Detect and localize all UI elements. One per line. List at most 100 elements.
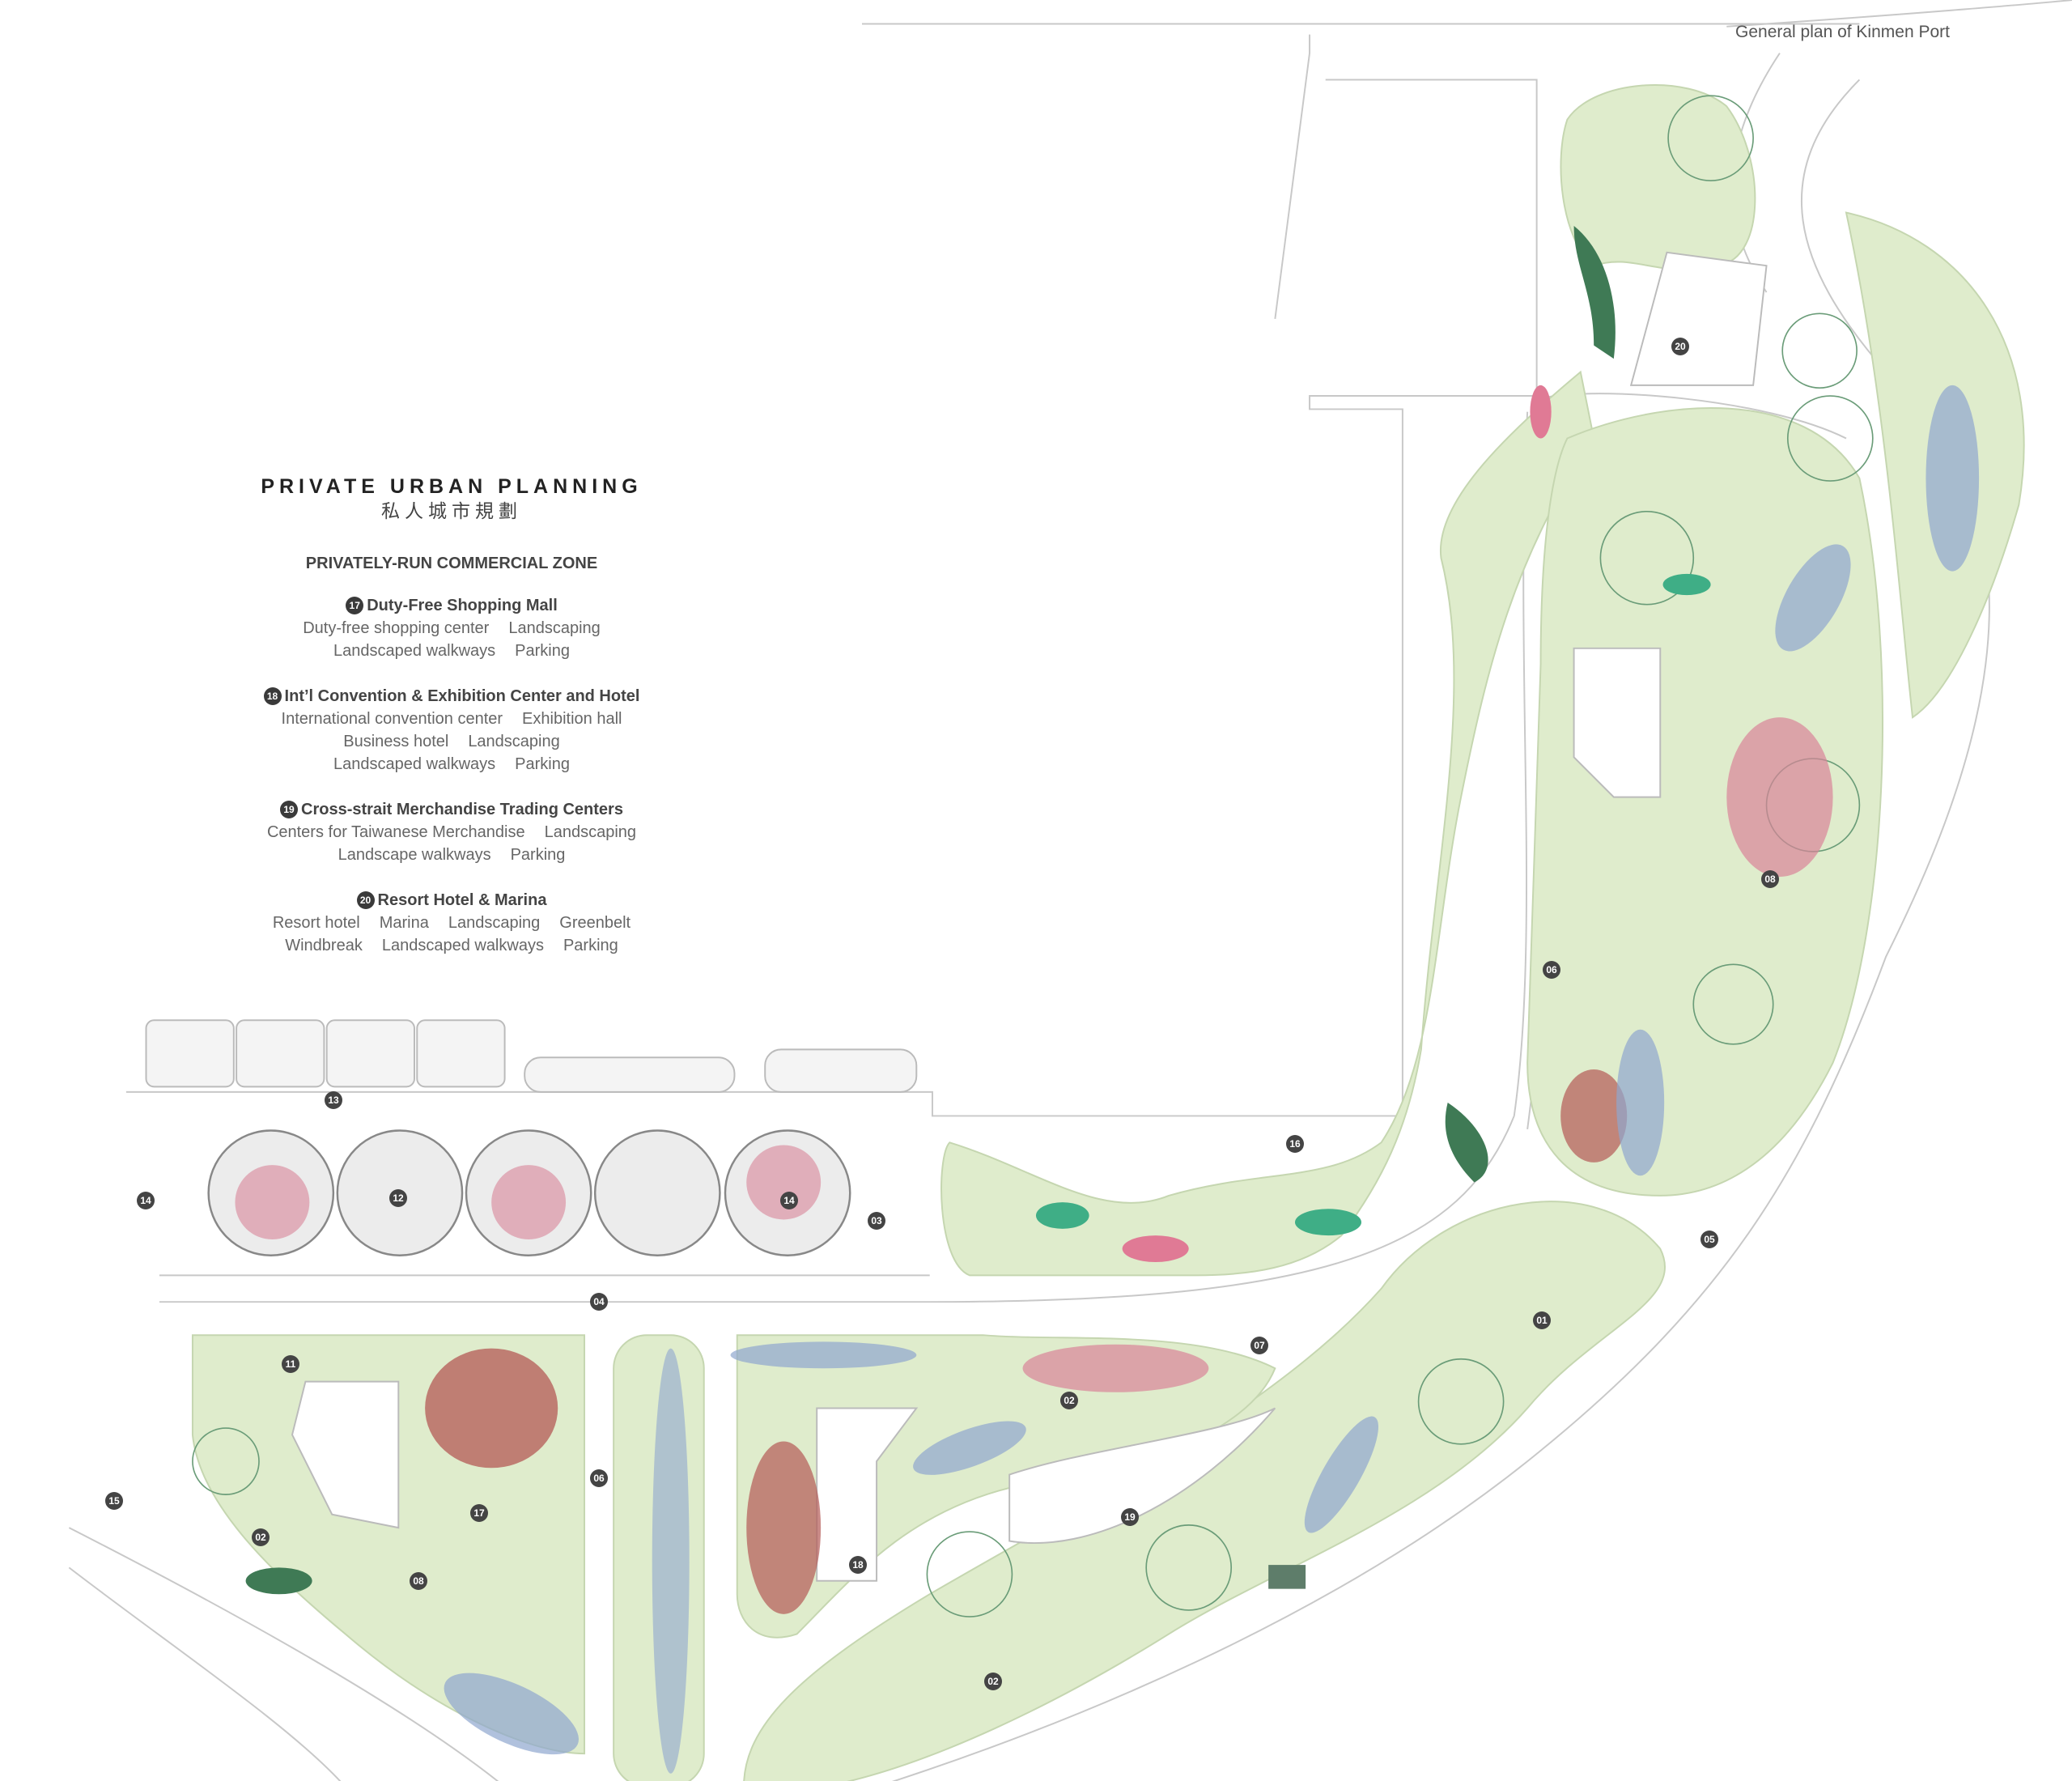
planting-pink (425, 1348, 558, 1469)
legend-feature: Business hotel (343, 733, 449, 750)
map-caption: General plan of Kinmen Port (1735, 23, 1950, 41)
pier (325, 1019, 415, 1088)
tree-canopy (1781, 312, 1858, 389)
legend-feature: Landscaping (468, 733, 560, 750)
legend-feature-line: Landscape walkways Parking (243, 844, 660, 866)
planting-teal (1294, 1209, 1362, 1236)
legend-feature-line: Windbreak Landscaped walkways Parking (243, 934, 660, 957)
building-footprint (1629, 251, 1768, 386)
water-feature (1304, 1416, 1379, 1533)
planting-pink (1560, 1069, 1628, 1163)
legend-feature-line: Landscaped walkways Parking (243, 640, 660, 662)
map-number-label: 05 (1700, 1231, 1718, 1248)
building-footprint (1008, 1407, 1276, 1545)
legend-feature: Landscaped walkways (381, 937, 544, 954)
legend-feature: Parking (515, 642, 570, 660)
planting-teal (245, 1567, 312, 1595)
tree-canopy (1667, 95, 1754, 181)
tree-canopy (1417, 1358, 1505, 1445)
legend-feature: Centers for Taiwanese Merchandise (266, 823, 525, 841)
zone-southeast-band (743, 1201, 1666, 1781)
legend-panel: PRIVATE URBAN PLANNING 私人城市規劃 PRIVATELY-… (243, 474, 660, 957)
number-badge-icon: 17 (346, 597, 364, 614)
legend-title: PRIVATE URBAN PLANNING (261, 475, 643, 498)
legend-feature: Landscaped walkways (333, 642, 496, 660)
building-footprint (291, 1380, 400, 1529)
legend-feature: Exhibition hall (522, 710, 622, 728)
planting-pink (746, 1145, 822, 1220)
water-feature (913, 1421, 1026, 1475)
map-number-label: 11 (282, 1355, 299, 1373)
planting-teal (1662, 573, 1711, 596)
water-feature (652, 1348, 690, 1774)
number-badge-icon: 19 (280, 801, 299, 818)
map-number-label: 02 (1060, 1392, 1078, 1409)
pier (524, 1056, 736, 1093)
map-number-label: 07 (1250, 1337, 1268, 1354)
map-number-label: 13 (325, 1091, 342, 1109)
legend-title-chinese: 私人城市規劃 (381, 500, 522, 521)
legend-feature-line: Duty-free shopping center Landscaping (243, 617, 660, 640)
map-number-label: 06 (590, 1469, 608, 1487)
planting-dark-green (1445, 1103, 1488, 1183)
water-feature (1775, 544, 1851, 652)
legend-feature: Windbreak (285, 937, 363, 954)
map-number-label: 06 (1543, 961, 1560, 979)
map-number-label: 01 (1533, 1311, 1551, 1329)
zone-heading: PRIVATELY-RUN COMMERCIAL ZONE (305, 555, 598, 572)
legend-feature: Greenbelt (559, 914, 631, 932)
water-feature (1616, 1029, 1665, 1176)
legend-feature: Landscaped walkways (333, 755, 496, 773)
dome (593, 1129, 721, 1256)
legend-feature: Parking (515, 755, 570, 773)
map-number-label: 16 (1286, 1135, 1304, 1153)
map-number-label: 14 (780, 1192, 798, 1209)
tree-canopy (192, 1427, 260, 1495)
legend-feature-line: Landscaped walkways Parking (243, 753, 660, 776)
water-feature (730, 1341, 917, 1369)
map-number-label: 08 (410, 1572, 427, 1590)
planting-pink (491, 1165, 567, 1240)
planting-pink (235, 1165, 310, 1240)
legend-feature: Duty-free shopping center (303, 619, 490, 637)
tree-canopy (926, 1531, 1013, 1617)
map-number-label: 02 (252, 1528, 270, 1546)
planting-dark-green (1268, 1565, 1306, 1589)
water-feature (444, 1673, 579, 1755)
tree-canopy (1692, 963, 1774, 1045)
map-number-label: 12 (389, 1189, 407, 1207)
zone-west-strip (940, 370, 1595, 1277)
legend-feature: Parking (510, 846, 566, 864)
map-number-label: 14 (137, 1192, 155, 1209)
legend-feature: Landscaping (448, 914, 541, 932)
planting-pink (746, 1441, 822, 1614)
planting-pink (1122, 1235, 1189, 1262)
map-number-label: 18 (849, 1556, 867, 1574)
pier (236, 1019, 325, 1088)
map-number-label: 17 (470, 1504, 488, 1522)
planting-pink (1530, 385, 1552, 439)
legend-feature: Landscape walkways (338, 846, 491, 864)
building-footprint (1573, 647, 1662, 798)
planting-dark-green (1573, 225, 1616, 359)
legend-feature: Landscaping (508, 619, 601, 637)
map-number-label: 04 (590, 1293, 608, 1311)
map-number-label: 19 (1121, 1508, 1139, 1526)
pier (416, 1019, 506, 1088)
map-number-label: 03 (868, 1212, 885, 1230)
map-number-label: 02 (984, 1673, 1002, 1690)
legend-feature-line: Business hotel Landscaping (243, 730, 660, 753)
tree-canopy (1145, 1524, 1233, 1611)
water-feature (1926, 385, 1980, 572)
number-badge-icon: 20 (356, 891, 375, 909)
legend-feature: Parking (563, 937, 618, 954)
tree-canopy (1786, 395, 1874, 482)
